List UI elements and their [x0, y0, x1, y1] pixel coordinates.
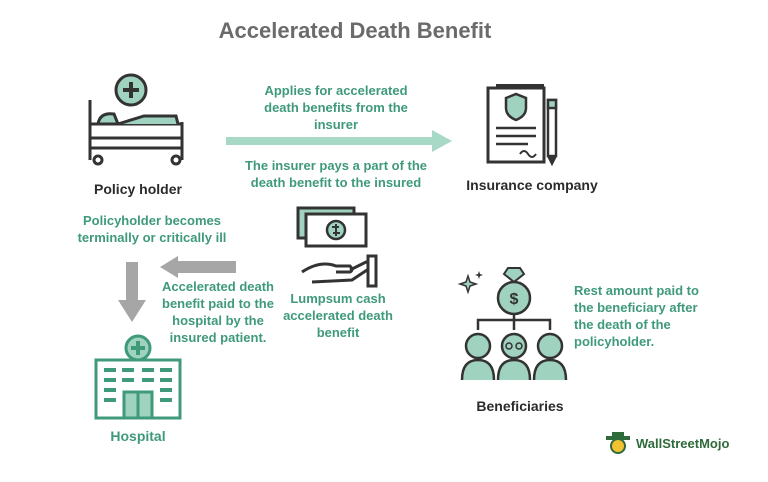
- policy-holder-label: Policy holder: [94, 181, 182, 197]
- insurance-document-icon: [486, 84, 558, 167]
- page-title: Accelerated Death Benefit: [218, 18, 492, 43]
- svg-text:$: $: [510, 291, 519, 308]
- hospital-building-icon: [94, 334, 182, 420]
- brand-logo-icon: [606, 432, 630, 454]
- insurer-pays-label: The insurer pays a part of the death ben…: [244, 158, 428, 190]
- hospital-bed-icon: [88, 73, 184, 166]
- beneficiaries-label: Beneficiaries: [476, 398, 564, 414]
- brand-name: WallStreetMojo: [636, 436, 730, 451]
- lumpsum-label: Lumpsum cash accelerated death benefit: [283, 291, 393, 340]
- right-arrow-icon: [226, 130, 452, 152]
- left-arrow-icon: [160, 256, 236, 278]
- hospital-label: Hospital: [110, 428, 166, 444]
- beneficiaries-icon: $: [457, 267, 568, 381]
- paid-hospital-label: Accelerated death benefit paid to the ho…: [162, 279, 274, 345]
- insurance-company-label: Insurance company: [466, 177, 598, 193]
- terminally-ill-label: Policyholder becomes terminally or criti…: [77, 213, 227, 245]
- cash-hand-icon: [296, 206, 378, 288]
- down-arrow-icon: [118, 262, 146, 322]
- rest-amount-label: Rest amount paid to the beneficiary afte…: [574, 283, 699, 349]
- applies-label: Applies for accelerated death benefits f…: [264, 83, 408, 132]
